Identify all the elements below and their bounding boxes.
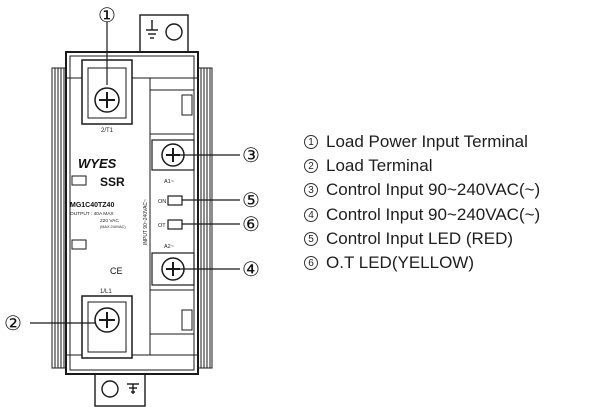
legend-item: 2 Load Terminal xyxy=(304,154,590,178)
callout-3: ③ xyxy=(242,145,260,167)
leader-lines xyxy=(30,22,240,324)
callout-2: ② xyxy=(4,313,22,335)
heatsink-left xyxy=(51,67,67,369)
legend-text: Control Input 90~240VAC(~) xyxy=(326,180,541,200)
legend-number: 2 xyxy=(304,159,318,174)
legend-number: 1 xyxy=(304,135,318,149)
callout-1: ① xyxy=(98,5,116,27)
legend-item: 6 O.T LED(YELLOW) xyxy=(304,251,590,275)
output-rating: OUTPUT : 40A MAX xyxy=(70,211,114,217)
legend-item: 4 Control Input 90~240VAC(~) xyxy=(304,203,590,227)
legend-text: Control Input LED (RED) xyxy=(326,228,514,248)
legend-text: Load Terminal xyxy=(326,156,433,176)
callout-6: ⑥ xyxy=(242,214,260,236)
ssr-diagram: 2/T1 1/L1 WYES SSR MG1C40TZ40 OUTPUT : 4… xyxy=(4,5,260,407)
led-on-label: ON xyxy=(158,199,166,205)
callout-4: ④ xyxy=(242,259,260,281)
ce-mark: CE xyxy=(110,266,123,276)
load-terminal xyxy=(81,295,133,359)
legend-item: 5 Control Input LED (RED) xyxy=(304,227,590,251)
ground-icon-top xyxy=(139,14,189,54)
legend-text: Control Input 90~240VAC(~) xyxy=(326,204,541,224)
ot-led xyxy=(167,219,183,230)
model-label: MG1C40TZ40 xyxy=(70,202,114,209)
legend-text: O.T LED(YELLOW) xyxy=(326,252,474,272)
a1-label: A1~ xyxy=(164,179,174,185)
terminal-bottom-label: 1/L1 xyxy=(100,289,112,295)
status-led-left-2 xyxy=(71,239,87,250)
a2-label: A2~ xyxy=(164,244,174,250)
terminal-top-label: 2/T1 xyxy=(101,128,114,134)
brand-logo: WYES xyxy=(78,156,117,171)
ssr-label: SSR xyxy=(100,175,125,189)
status-led-left xyxy=(71,175,87,186)
input-label: INPUT 90~240VAC~ xyxy=(143,199,149,245)
callout-5: ⑤ xyxy=(242,190,260,212)
legend-item: 1 Load Power Input Terminal xyxy=(304,130,590,154)
voltage-rating: 220 VAC xyxy=(100,218,119,224)
control-input-led xyxy=(167,195,183,206)
legend-number: 6 xyxy=(304,255,318,270)
legend-number: 3 xyxy=(304,183,318,198)
legend-number: 5 xyxy=(304,231,318,246)
legend-number: 4 xyxy=(304,207,318,222)
legend-list: 1 Load Power Input Terminal 2 Load Termina… xyxy=(304,130,590,275)
legend-item: 3 Control Input 90~240VAC(~) xyxy=(304,178,590,202)
legend-text: Load Power Input Terminal xyxy=(326,132,528,151)
max-voltage: (MAX 240VAC) xyxy=(100,225,126,229)
led-ot-label: OT xyxy=(158,223,166,229)
heatsink-right xyxy=(197,67,213,369)
